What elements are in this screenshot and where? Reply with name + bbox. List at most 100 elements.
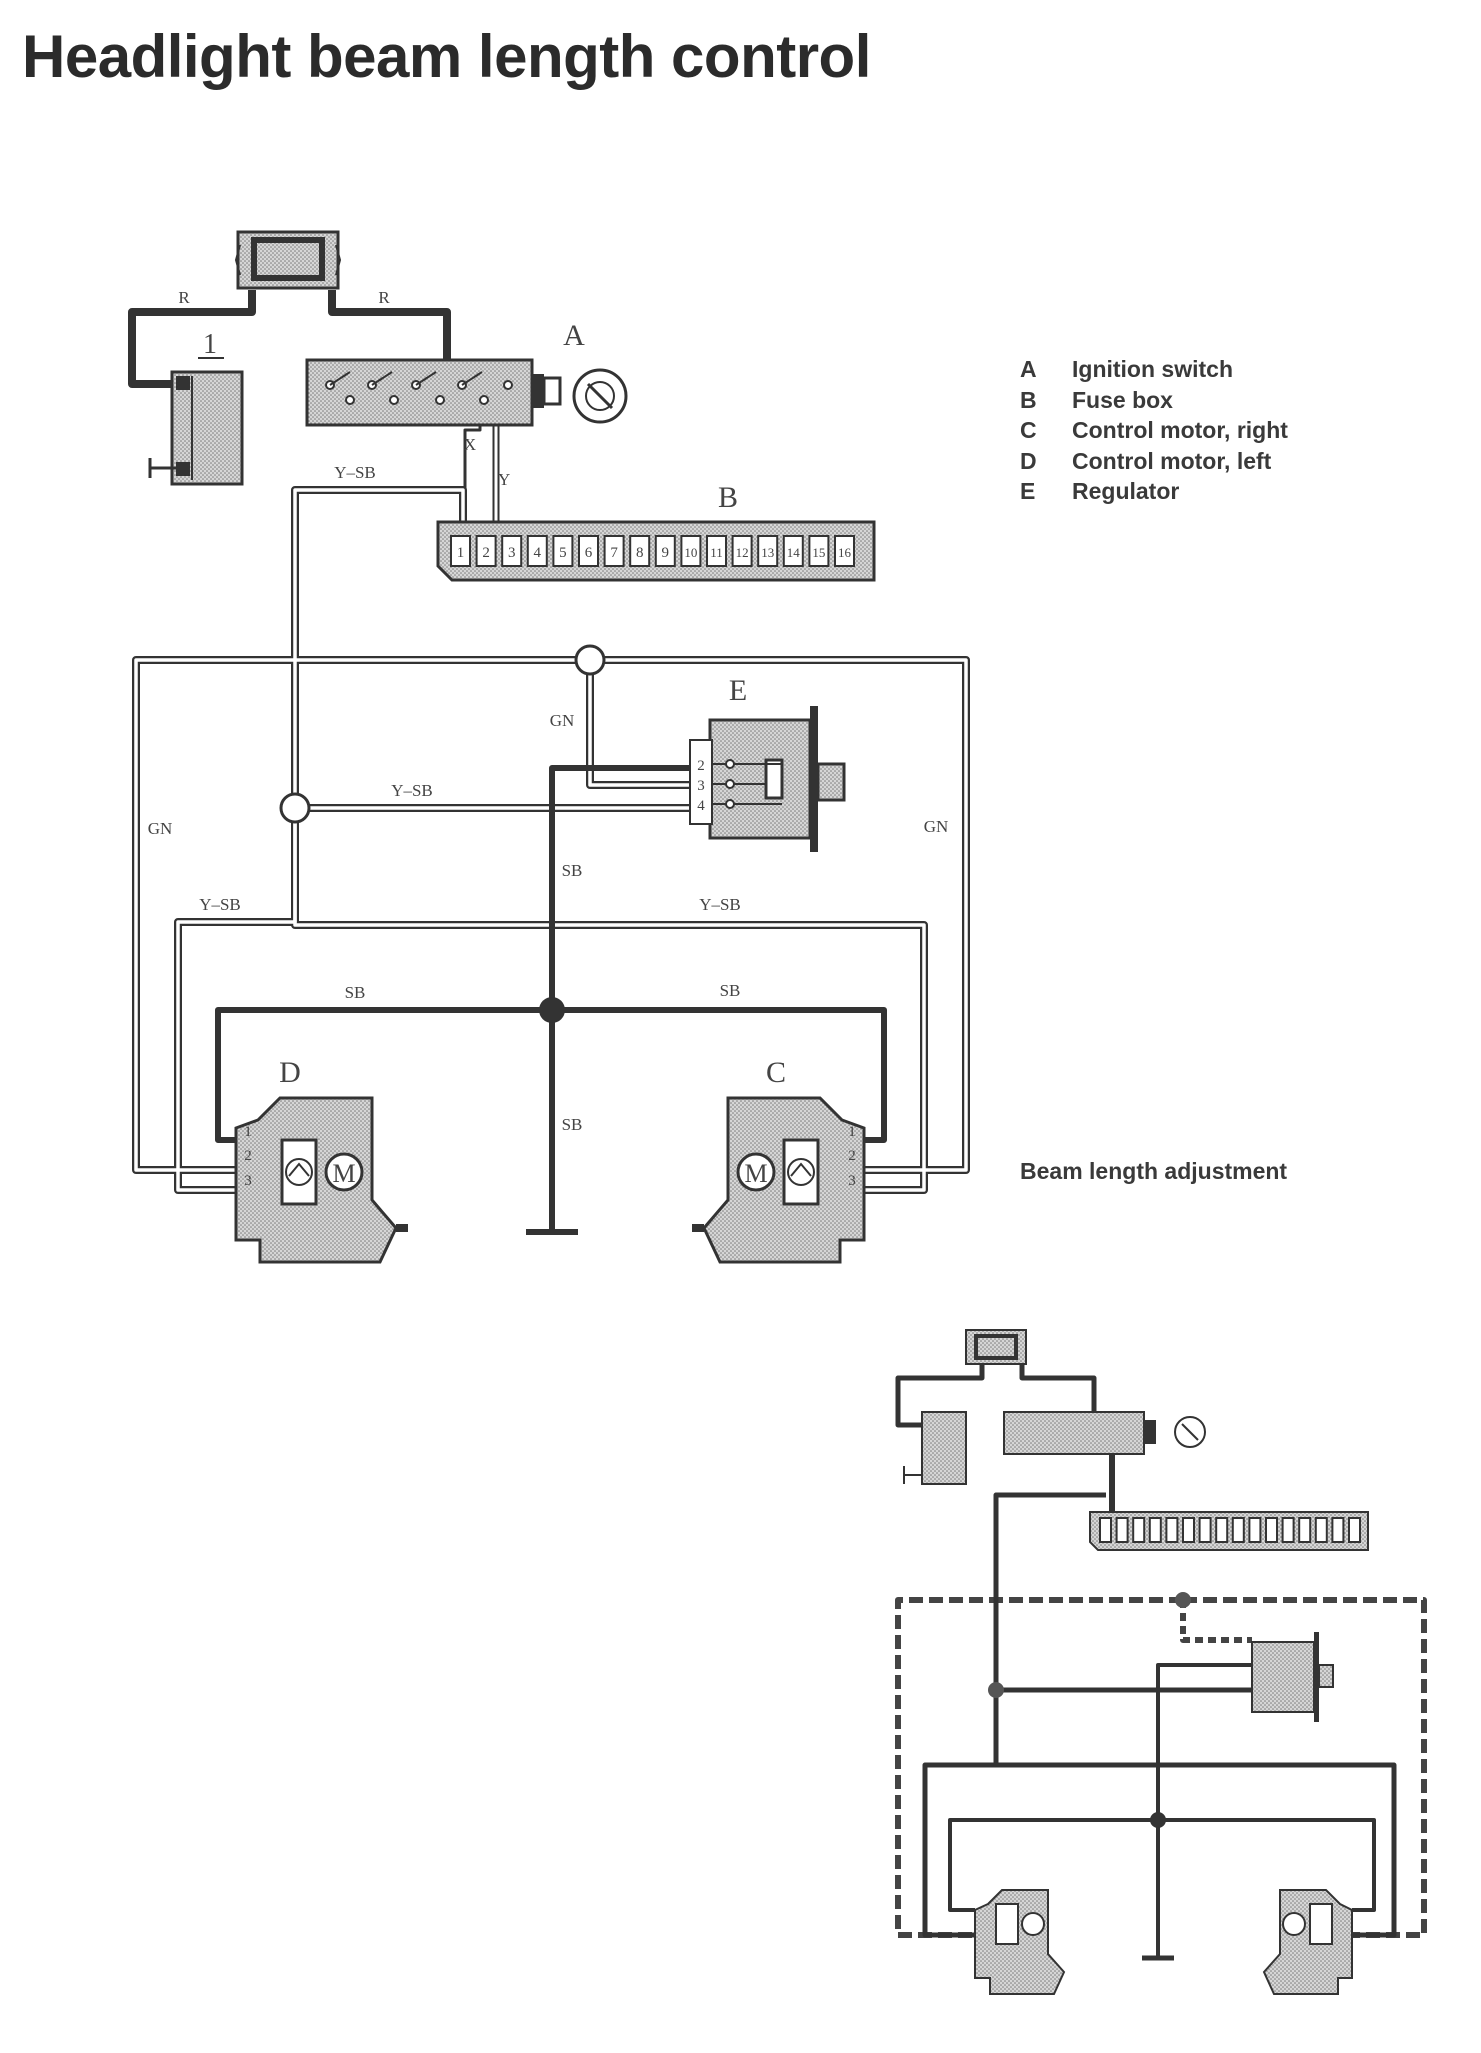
legend-key: B xyxy=(1020,386,1037,413)
fuse-number: 10 xyxy=(684,545,697,560)
legend-key: E xyxy=(1020,478,1036,504)
fuse-number: 16 xyxy=(838,545,852,560)
small-fuse-cell xyxy=(1099,1517,1112,1543)
fuse-cell xyxy=(757,535,779,567)
legend-key: C xyxy=(1020,417,1037,443)
fuse-cell xyxy=(450,535,471,567)
small-fuse-cell xyxy=(1182,1517,1195,1543)
fuse-number: 14 xyxy=(787,545,801,560)
small-fuse-cell xyxy=(1148,1517,1162,1543)
motor-right-symbol: M xyxy=(744,1159,767,1188)
wire-labels: R R X Y Y–SB GN Y–SB GN GN SB Y–SB Y–SB … xyxy=(148,288,949,1134)
label-sb-left: SB xyxy=(345,983,366,1002)
fuse-number: 8 xyxy=(636,545,644,561)
fuse-number: 13 xyxy=(761,545,774,560)
headlamp-switch-icon xyxy=(234,230,342,290)
label-y-sb-left: Y–SB xyxy=(199,895,241,914)
motor-right-pin: 2 xyxy=(848,1148,856,1164)
label-sb-upper: SB xyxy=(562,861,583,880)
label-r-right: R xyxy=(378,288,390,307)
letter-e: E xyxy=(729,674,747,707)
legend-key: A xyxy=(1020,356,1037,382)
beam-adjustment-diagram xyxy=(895,1362,1427,1961)
battery-number: 1 xyxy=(203,329,217,360)
fuse-number: 2 xyxy=(482,545,490,561)
small-fuse-cell xyxy=(1215,1517,1229,1543)
control-motor-left-icon xyxy=(234,1096,408,1264)
fuse-number: 5 xyxy=(559,545,567,561)
fuse-cell xyxy=(603,535,625,567)
small-fuse-cell xyxy=(1298,1517,1312,1543)
motor-left-pin: 3 xyxy=(244,1173,252,1189)
small-fuse-cell xyxy=(1198,1517,1212,1543)
fuse-cell xyxy=(629,535,651,567)
small-fuse-cell xyxy=(1314,1517,1328,1543)
fuse-number: 4 xyxy=(534,545,542,561)
beam-adjustment-caption: Beam length adjustment xyxy=(1020,1158,1288,1184)
label-r-left: R xyxy=(178,288,190,307)
junction-y-sb xyxy=(279,792,311,824)
fuse-cell xyxy=(731,535,753,567)
small-fuse-cells xyxy=(1099,1517,1361,1543)
main-wires xyxy=(128,290,970,1235)
legend-key: D xyxy=(1020,447,1037,474)
fuse-number: 9 xyxy=(662,545,670,561)
letter-c: C xyxy=(766,1056,786,1089)
fuse-cell xyxy=(501,535,523,567)
small-fuse-cell xyxy=(1348,1517,1361,1543)
legend-label: Regulator xyxy=(1072,478,1180,504)
motor-left-symbol: M xyxy=(332,1159,355,1188)
fuse-cell xyxy=(782,535,804,567)
fuse-cell xyxy=(680,535,702,567)
fuse-number: 1 xyxy=(457,545,465,561)
label-gn-right: GN xyxy=(924,817,949,836)
small-fuse-cell xyxy=(1265,1517,1278,1543)
legend-label: Fuse box xyxy=(1072,386,1173,413)
fuse-cell xyxy=(475,535,497,567)
label-gn-top: GN xyxy=(550,711,575,730)
legend-label: Control motor, left xyxy=(1072,447,1272,474)
label-x: X xyxy=(464,435,476,454)
fuse-number: 6 xyxy=(585,545,593,561)
motor-right-pin: 3 xyxy=(848,1173,856,1189)
label-sb-right: SB xyxy=(720,981,741,1000)
regulator-pin: 3 xyxy=(697,778,705,794)
small-components xyxy=(903,1329,1369,1995)
label-y-sb-top: Y–SB xyxy=(334,463,376,482)
letter-d: D xyxy=(279,1056,301,1089)
small-fuse-cell xyxy=(1281,1517,1295,1543)
small-fuse-cell xyxy=(1331,1517,1345,1543)
fuse-number: 11 xyxy=(710,545,723,560)
label-gn-left: GN xyxy=(148,819,173,838)
label-y-sb-mid: Y–SB xyxy=(391,781,433,800)
legend-item-b: B Fuse box xyxy=(1020,387,1288,418)
fuse-cell xyxy=(526,535,548,567)
legend-item-e: E Regulator xyxy=(1020,478,1288,509)
fuse-number: 3 xyxy=(508,545,516,561)
legend-item-d: D Control motor, left xyxy=(1020,448,1288,479)
small-fuse-cell xyxy=(1231,1517,1245,1543)
fuse-cell xyxy=(552,535,574,567)
fuse-number: 12 xyxy=(736,545,749,560)
wire-r-right xyxy=(328,290,451,362)
wire-r-left xyxy=(128,290,256,388)
regulator-icon xyxy=(689,706,846,852)
ignition-switch-icon xyxy=(305,358,628,427)
control-motor-right-icon xyxy=(692,1096,866,1264)
regulator-pin: 2 xyxy=(697,758,705,774)
motor-left-pin: 1 xyxy=(244,1124,252,1140)
label-y-sb-right: Y–SB xyxy=(699,895,741,914)
legend-label: Ignition switch xyxy=(1072,356,1233,382)
fuse-cell xyxy=(578,535,599,567)
fuse-cell xyxy=(834,535,855,567)
small-fuse-cell xyxy=(1165,1517,1179,1543)
fuse-number: 7 xyxy=(610,545,618,561)
label-sb-lower: SB xyxy=(562,1115,583,1134)
fuse-cell xyxy=(808,535,830,567)
legend-item-a: A Ignition switch xyxy=(1020,356,1288,387)
hollow-wires-inner xyxy=(134,488,968,1192)
